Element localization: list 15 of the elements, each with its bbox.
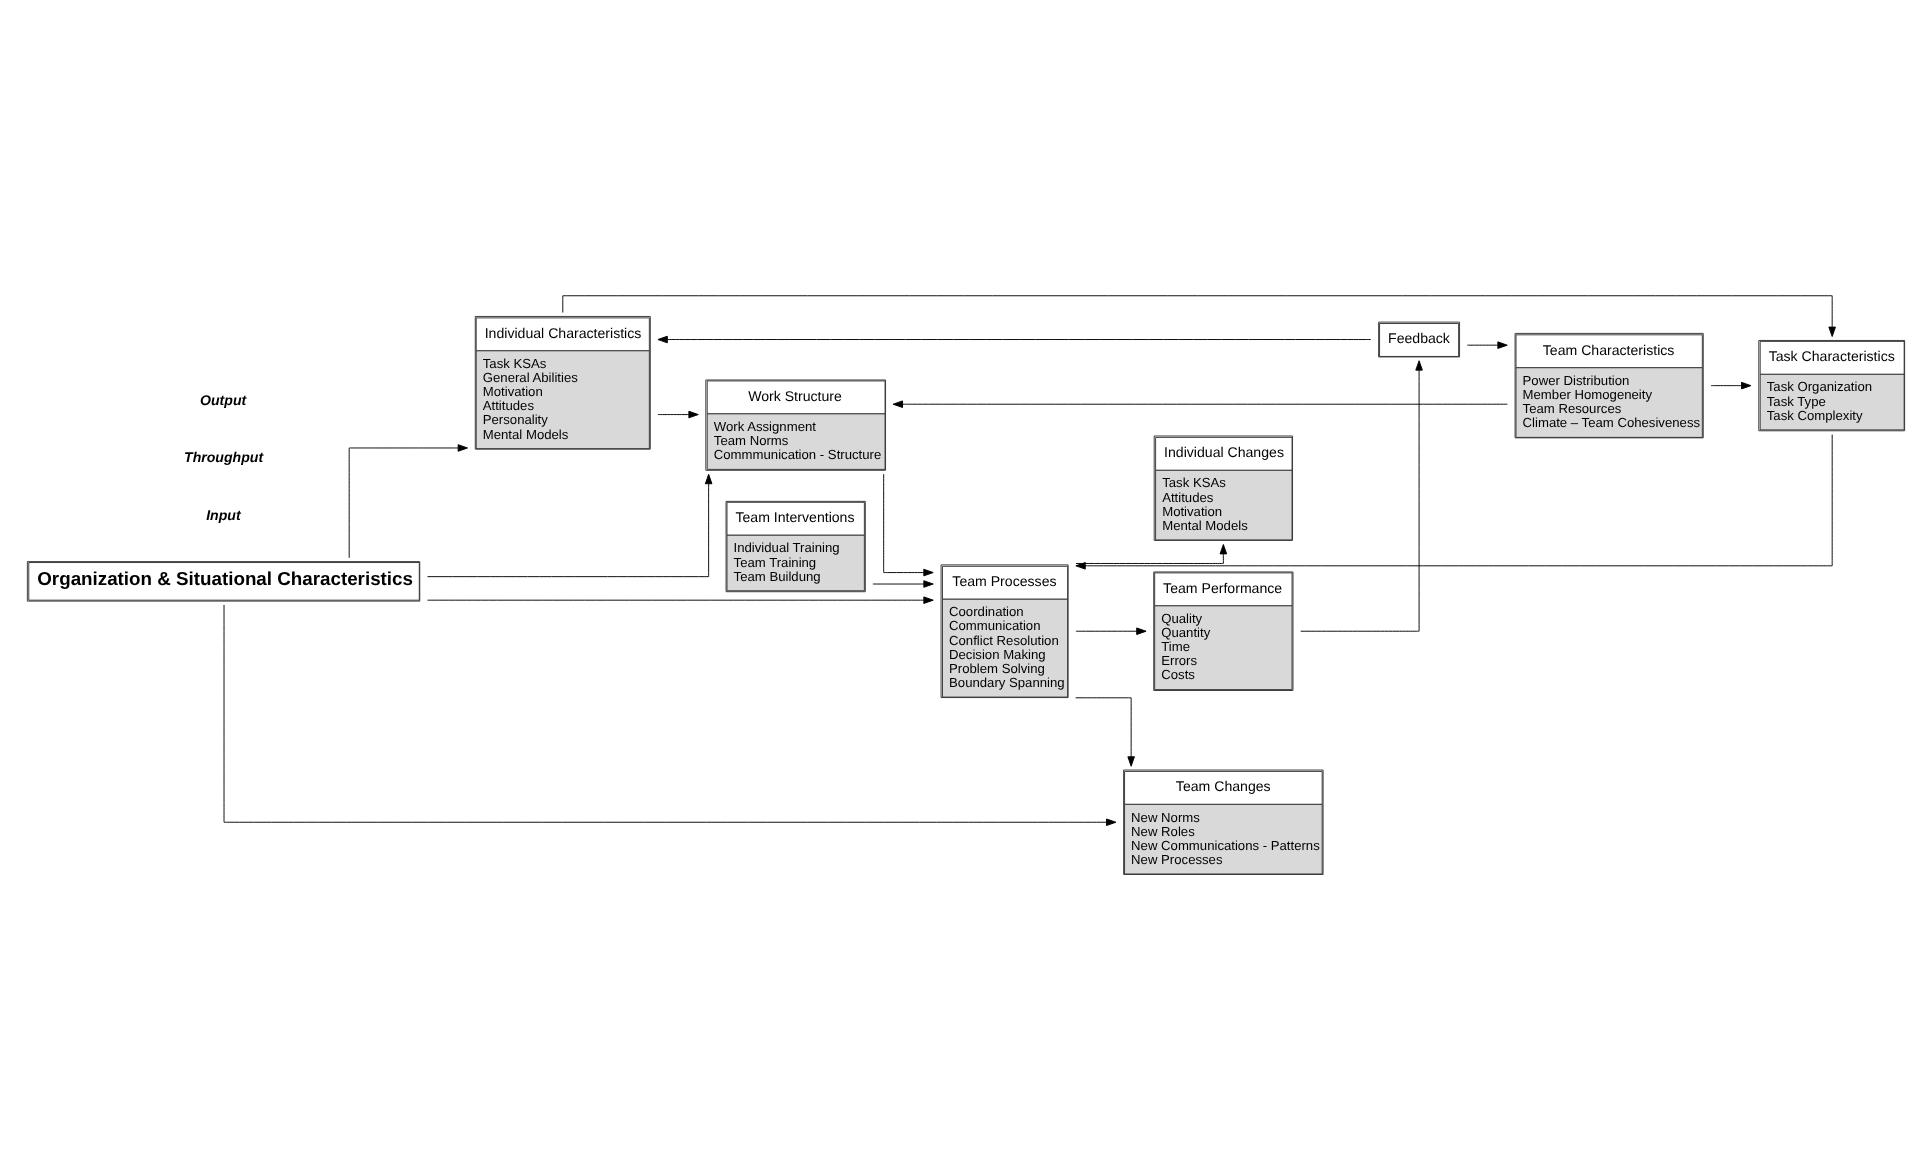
arrow [883, 472, 934, 576]
arrow [1075, 626, 1147, 634]
arrow [1466, 340, 1508, 348]
arrow [872, 579, 934, 587]
arrow [892, 399, 1508, 407]
arrow [427, 472, 713, 577]
arrow [1075, 543, 1228, 563]
arrow [348, 443, 468, 558]
arrow [1710, 380, 1752, 389]
arrow [427, 595, 934, 603]
arrow [657, 409, 699, 418]
arrow [657, 334, 1372, 343]
arrow [223, 603, 1117, 825]
arrow [1075, 696, 1135, 766]
arrow [1300, 359, 1423, 631]
